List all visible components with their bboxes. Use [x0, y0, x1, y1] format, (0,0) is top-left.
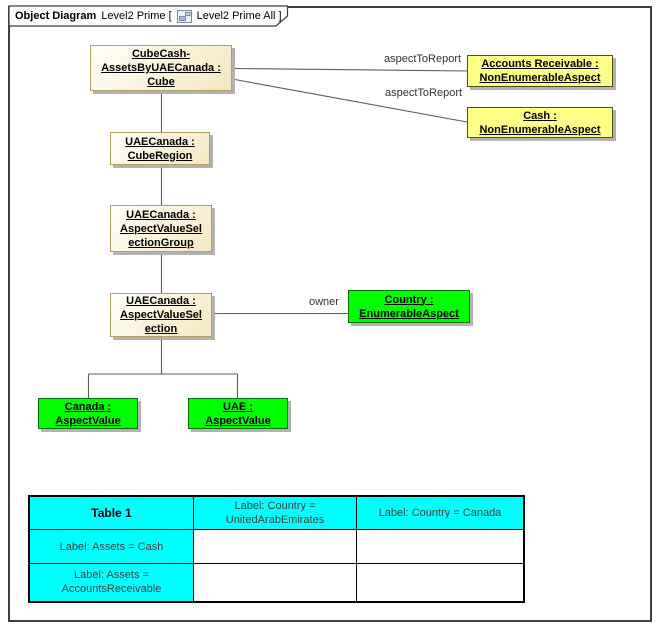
node-cube-region-instance[interactable]: UAECanada : CubeRegion	[110, 132, 210, 165]
diagram-frame	[8, 6, 652, 622]
table-row-header[interactable]: Label: Assets = Cash	[28, 529, 194, 564]
diagram-frame-tab	[8, 5, 289, 27]
table-row: Label: Assets = Cash	[28, 529, 525, 564]
node-cube-instance[interactable]: CubeCash- AssetsByUAECanada : Cube	[90, 45, 232, 91]
diagram-name-label: Level2 Prime [	[101, 10, 172, 22]
table-row-header[interactable]: Label: Assets = AccountsReceivable	[28, 563, 194, 602]
table-data-cell[interactable]	[193, 529, 357, 564]
node-uae-instance[interactable]: UAE : AspectValue	[188, 398, 288, 429]
report-table: Table 1 Label: Country = UnitedArabEmira…	[28, 495, 525, 603]
node-aspect-value-selection-instance[interactable]: UAECanada : AspectValueSel ection	[110, 293, 212, 337]
node-aspect-value-selection-group-instance[interactable]: UAECanada : AspectValueSel ectionGroup	[110, 205, 212, 252]
table-title-cell[interactable]: Table 1	[28, 495, 194, 530]
node-canada-instance[interactable]: Canada : AspectValue	[38, 398, 138, 429]
table-row: Label: Assets = AccountsReceivable	[28, 563, 525, 602]
diagram-context-label: Level2 Prime All ]	[196, 10, 282, 22]
diagram-frame-tab-shape	[8, 5, 289, 27]
table-column-header[interactable]: Label: Country = Canada	[356, 495, 525, 530]
node-accounts-receivable-instance[interactable]: Accounts Receivable : NonEnumerableAspec…	[467, 55, 613, 87]
node-cash-instance[interactable]: Cash : NonEnumerableAspect	[467, 107, 613, 138]
node-country-instance[interactable]: Country : EnumerableAspect	[348, 290, 470, 323]
table-column-header[interactable]: Label: Country = UnitedArabEmirates	[193, 495, 357, 530]
diagram-icon	[176, 9, 192, 23]
edge-label-aspect-to-report-1[interactable]: aspectToReport	[384, 53, 462, 65]
edge-label-aspect-to-report-2[interactable]: aspectToReport	[385, 87, 463, 99]
table-row: Table 1 Label: Country = UnitedArabEmira…	[28, 495, 525, 530]
table-data-cell[interactable]	[193, 563, 357, 602]
diagram-type-label: Object Diagram	[15, 10, 97, 22]
table-data-cell[interactable]	[356, 529, 525, 564]
table-data-cell[interactable]	[356, 563, 525, 602]
diagram-title: Object Diagram Level2 Prime [ Level2 Pri…	[15, 9, 282, 23]
edge-label-owner[interactable]: owner	[309, 296, 339, 308]
